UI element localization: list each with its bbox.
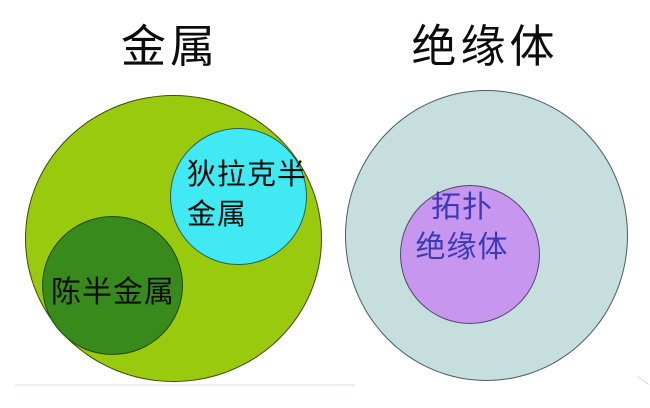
topological-insulator-label: 拓扑 绝缘体 xyxy=(392,188,532,268)
insulator-set-title: 绝缘体 xyxy=(411,22,559,72)
topological-insulator-label-line2: 绝缘体 xyxy=(415,231,509,264)
topological-insulator-label-line1: 拓扑 xyxy=(431,191,493,224)
chern-semimetal-label: 陈半金属 xyxy=(51,276,175,309)
metal-set-title: 金属 xyxy=(120,22,220,72)
dirac-semimetal-label-line2: 金属 xyxy=(187,199,248,231)
dirac-semimetal-label-line1: 狄拉克半 xyxy=(187,159,308,191)
chern-semimetal-circle xyxy=(42,216,183,355)
dirac-semimetal-label: 狄拉克半 金属 xyxy=(187,155,307,235)
scan-artifact-corner xyxy=(636,376,650,385)
dirac-semimetal-circle xyxy=(170,128,307,265)
scan-artifact-line xyxy=(15,384,355,386)
topological-insulator-circle xyxy=(400,185,540,324)
